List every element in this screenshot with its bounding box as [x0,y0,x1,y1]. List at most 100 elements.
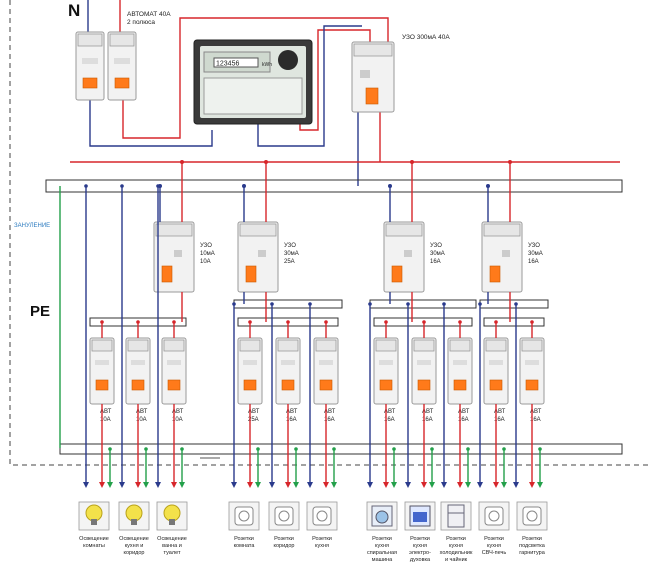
circuit-wires-8 [405,302,435,488]
junction [242,184,246,188]
circuit-wires-5 [269,302,299,488]
load-label: кухня и [125,543,144,549]
load-label: комнаты [83,543,105,549]
meter-reading: 123456 [216,61,239,68]
washing-machine-icon [366,501,398,531]
socket-icon [516,501,548,531]
breaker-label-2: 16А [324,417,335,423]
main-breaker-label-1: АВТОМАТ 40А [127,11,171,18]
load-label: Розетки [234,536,254,542]
bulb-icon [78,501,110,531]
pe-label: PE [30,303,50,320]
junction [486,184,490,188]
load-label: кухня [449,543,463,549]
load-label: комната [234,543,256,549]
socket-icon [228,501,260,531]
breaker-label-1: АВТ [530,409,542,415]
rcd-label-1: УЗО [284,243,296,249]
socket-icon [306,501,338,531]
junction [508,160,512,164]
rcd-label-2: 10мА [200,251,215,257]
phase-sub-bus [483,317,545,327]
breaker-label-1: АВТ [100,409,112,415]
phase-sub-bus [373,317,473,327]
junction [264,160,268,164]
load-label: коридор [124,550,145,556]
zanulenie-label: ЗАНУЛЕНИЕ [14,223,50,229]
breaker-label-2: 10А [172,417,183,423]
socket-icon [478,501,510,531]
circuit-wires-3 [155,184,185,488]
meter-to-rcd-neutral [257,25,362,147]
junction [410,160,414,164]
breaker-label-1: АВТ [172,409,184,415]
breaker-label-2: 16А [286,417,297,423]
breaker-label-2: 16А [494,417,505,423]
rcd-label-1: УЗО [200,243,212,249]
bulb-icon [156,501,188,531]
load-label: машина [372,557,393,563]
neutral-sub-bus [479,299,549,309]
bulb-icon [118,501,150,531]
circuit-wires-6 [307,302,337,488]
breaker-label-2: 10А [136,417,147,423]
phase-to-meter-wire [122,17,389,139]
breaker-11[interactable]: АВТ 16А [519,320,545,423]
main-breaker[interactable] [75,31,137,101]
load-label: холодильник [440,550,473,556]
breaker-label-2: 25А [248,417,259,423]
junction [180,160,184,164]
rcd-label-3: 16А [528,259,539,265]
breaker-3[interactable]: АВТ 10А [161,320,187,423]
breaker-label-2: 10А [100,417,111,423]
circuit-wires-11 [513,302,543,488]
load-label: Освещение [119,536,149,542]
load-label: Розетки [522,536,542,542]
breaker-label-1: АВТ [248,409,260,415]
rcd-label-3: 16А [430,259,441,265]
load-label: Розетки [274,536,294,542]
load-label: электро- [409,550,431,556]
meter-to-rcd-phase [299,29,371,131]
main-rcd[interactable] [351,41,395,113]
load-label: Розетки [446,536,466,542]
load-label: гарнитура [519,550,545,556]
circuit-wires-2 [119,184,149,488]
breaker-5[interactable]: АВТ 16А [275,320,301,423]
load-label: и чайник [445,556,468,563]
neutral-sub-bus [369,299,477,309]
breaker-label-1: АВТ [286,409,298,415]
neutral-to-meter-wire [89,100,213,147]
breaker-4[interactable]: АВТ 25А [237,320,263,423]
load-label: СВЧ-печь [482,550,507,556]
breaker-label-1: АВТ [384,409,396,415]
socket-icon [268,501,300,531]
load-label: подсветка [519,543,546,549]
rcd-label-1: УЗО [528,243,540,249]
load-label: Розетки [410,536,430,542]
rcd-label-2: 30мА [284,251,299,257]
oven-icon [404,501,436,531]
breaker-1[interactable]: АВТ 10А [89,320,115,423]
load-label: Освещение [157,536,187,542]
main-rcd-label: УЗО 300мА 40А [402,34,450,41]
breaker-label-2: 16А [530,417,541,423]
circuit-wires-7 [367,302,397,488]
